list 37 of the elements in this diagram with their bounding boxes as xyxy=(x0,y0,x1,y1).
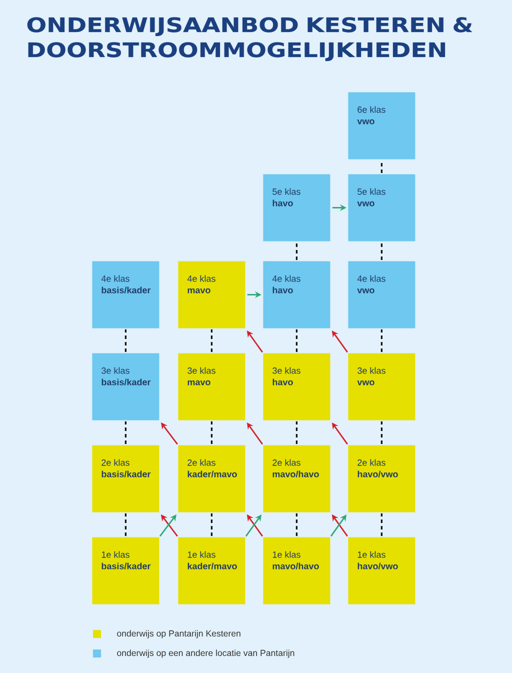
class-box: 3e klas mavo xyxy=(178,353,246,420)
dashed-line xyxy=(380,242,382,260)
dashed-line xyxy=(296,242,298,260)
class-box: 1e klas basis/kader xyxy=(92,537,160,604)
class-box: 4e klas basis/kader xyxy=(92,261,160,328)
dashed-line xyxy=(380,421,382,444)
class-box: 6e klas vwo xyxy=(348,92,416,160)
class-box: 4e klas mavo xyxy=(178,261,246,328)
class-box: 2e klas basis/kader xyxy=(92,445,160,512)
title: ONDERWIJSAANBOD KESTEREN & DOORSTROOMMOGELIJKHEDEN xyxy=(27,17,472,62)
dashed-line xyxy=(124,329,126,352)
legend-text: onderwijs op een andere locatie van Pantarijn xyxy=(117,650,294,658)
dashed-line xyxy=(124,421,126,444)
class-box: 3e klas havo xyxy=(263,353,330,420)
legend-text: onderwijs op Pantarijn Kesteren xyxy=(117,630,240,638)
class-box: 2e klas mavo/havo xyxy=(263,445,330,512)
dashed-line xyxy=(124,513,126,536)
class-box: 5e klas havo xyxy=(263,174,330,242)
dashed-line xyxy=(380,329,382,352)
dashed-line xyxy=(296,513,298,536)
dashed-line xyxy=(380,513,382,536)
class-box: 3e klas vwo xyxy=(348,353,416,420)
dashed-line xyxy=(210,513,212,536)
class-box: 1e klas havo/vwo xyxy=(348,537,416,604)
dashed-line xyxy=(296,329,298,352)
class-box: 2e klas havo/vwo xyxy=(348,445,416,512)
dashed-line xyxy=(210,421,212,444)
dashed-line xyxy=(296,421,298,444)
class-box: 4e klas vwo xyxy=(348,261,416,328)
dashed-line xyxy=(210,329,212,352)
class-box: 2e klas kader/mavo xyxy=(178,445,246,512)
class-box: 1e klas mavo/havo xyxy=(263,537,330,604)
class-box: 3e klas basis/kader xyxy=(92,353,160,420)
class-box: 4e klas havo xyxy=(263,261,330,328)
class-box: 1e klas kader/mavo xyxy=(178,537,246,604)
dashed-line xyxy=(380,160,382,173)
class-box: 5e klas vwo xyxy=(348,174,416,242)
